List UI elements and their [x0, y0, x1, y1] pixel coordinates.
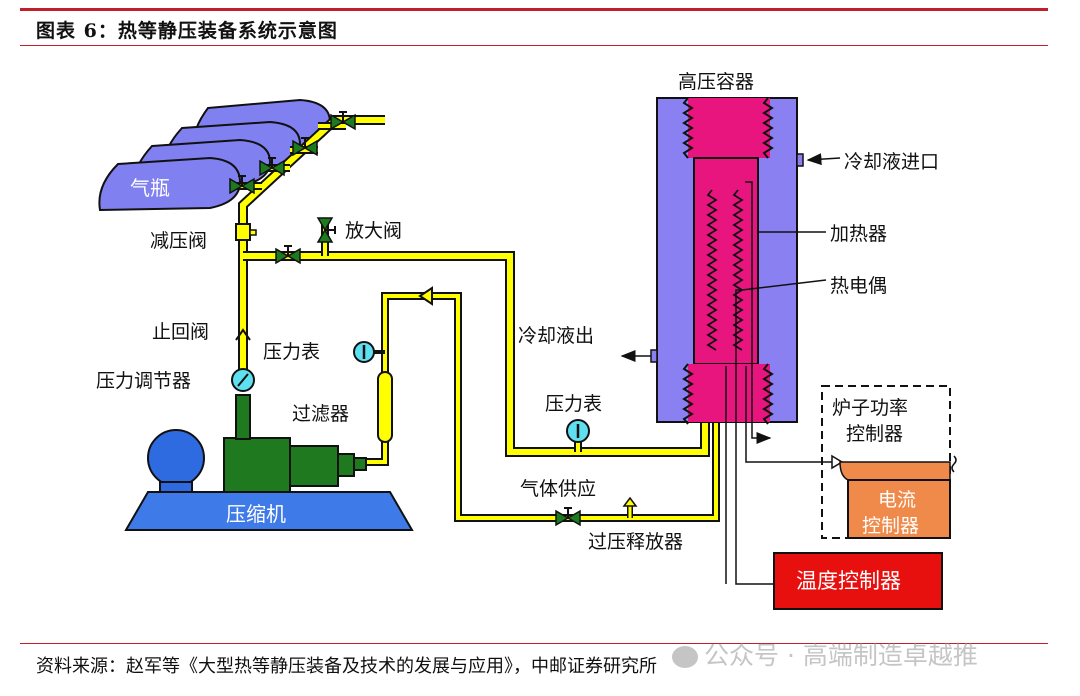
- compressor-label: 压缩机: [226, 502, 286, 526]
- label-current-controller-1: 电流: [878, 489, 916, 511]
- compressor-base: [124, 491, 414, 531]
- current-controller-top: [839, 461, 951, 481]
- label-pressure-gauge-2: 压力表: [545, 393, 602, 415]
- compressor-motor: [147, 429, 205, 487]
- label-furnace-power-controller-1: 炉子功率: [832, 397, 908, 419]
- gas-cylinder-label: 气瓶: [130, 176, 170, 200]
- watermark: 公众号 · 高端制造卓越推: [672, 636, 978, 672]
- valve-icon: [259, 157, 285, 177]
- source-note: 资料来源：赵军等《大型热等静压装备及技术的发展与应用》，中邮证券研究所: [36, 656, 657, 677]
- gas-cylinder-1: [98, 156, 242, 212]
- watermark-text: 公众号 · 高端制造卓越推: [704, 641, 978, 670]
- check-valve-icon: [235, 328, 251, 341]
- label-pressure-gauge-1: 压力表: [263, 341, 320, 363]
- valves: [229, 111, 581, 527]
- signal-wires: [620, 153, 841, 585]
- figure-title: 图表 6：热等静压装备系统示意图: [36, 20, 338, 42]
- title-rule: [20, 45, 1048, 46]
- relief-valve-icon: [316, 217, 336, 243]
- label-pressure-regulator: 压力调节器: [96, 370, 191, 392]
- bottom-rule: [20, 643, 1048, 644]
- label-filter: 过滤器: [292, 403, 349, 425]
- label-check-valve: 止回阀: [152, 321, 209, 343]
- compressor: 压缩机: [124, 394, 414, 531]
- valve-icon: [229, 175, 255, 195]
- high-pressure-vessel: [650, 97, 804, 425]
- check-valve-loop: [418, 286, 433, 306]
- compressor-body: [223, 437, 291, 493]
- vessel-chamber: [693, 157, 759, 365]
- label-thermocouple: 热电偶: [830, 275, 887, 297]
- label-high-pressure-vessel: 高压容器: [678, 71, 754, 93]
- gas-supply-valve-icon: [555, 507, 581, 527]
- vessel-bottom-plug: [688, 364, 770, 422]
- input-arrow-icon: [831, 454, 844, 470]
- pressure-gauge-2: [566, 419, 590, 443]
- label-gas-supply: 气体供应: [520, 478, 596, 500]
- label-relief-valve: 放大阀: [345, 220, 402, 242]
- pressure-regulator-gauge: [231, 368, 255, 392]
- label-heater: 加热器: [830, 223, 887, 245]
- label-pressure-reducing-valve: 减压阀: [150, 230, 207, 252]
- current-controller-box: [847, 479, 951, 539]
- label-furnace-power-controller-2: 控制器: [846, 423, 903, 445]
- temperature-controller-box: [773, 552, 943, 610]
- coolant-inlet-port: [796, 153, 804, 167]
- coolant-outlet-port: [650, 349, 658, 363]
- wechat-icon: [672, 646, 698, 668]
- heater-coil-icon: [706, 189, 718, 351]
- label-overpressure-relief: 过压释放器: [588, 531, 683, 553]
- label-coolant-outlet: 冷却液出: [518, 325, 594, 347]
- pressure-gauge-1: [353, 341, 385, 363]
- filter-icon: [377, 371, 393, 443]
- valve-icon: [330, 111, 356, 131]
- branch-valve-icon: [275, 245, 301, 265]
- pressure-reducing-valve-icon: [235, 223, 251, 241]
- vessel-top-plug: [688, 98, 770, 158]
- overpressure-relief-icon: [622, 496, 638, 507]
- label-current-controller-2: 控制器: [862, 515, 919, 537]
- gas-cylinders: 气瓶: [98, 98, 332, 212]
- valve-icon: [292, 137, 318, 157]
- label-coolant-inlet: 冷却液进口: [844, 151, 939, 173]
- label-temperature-controller: 温度控制器: [796, 569, 901, 593]
- top-rule: [20, 8, 1048, 11]
